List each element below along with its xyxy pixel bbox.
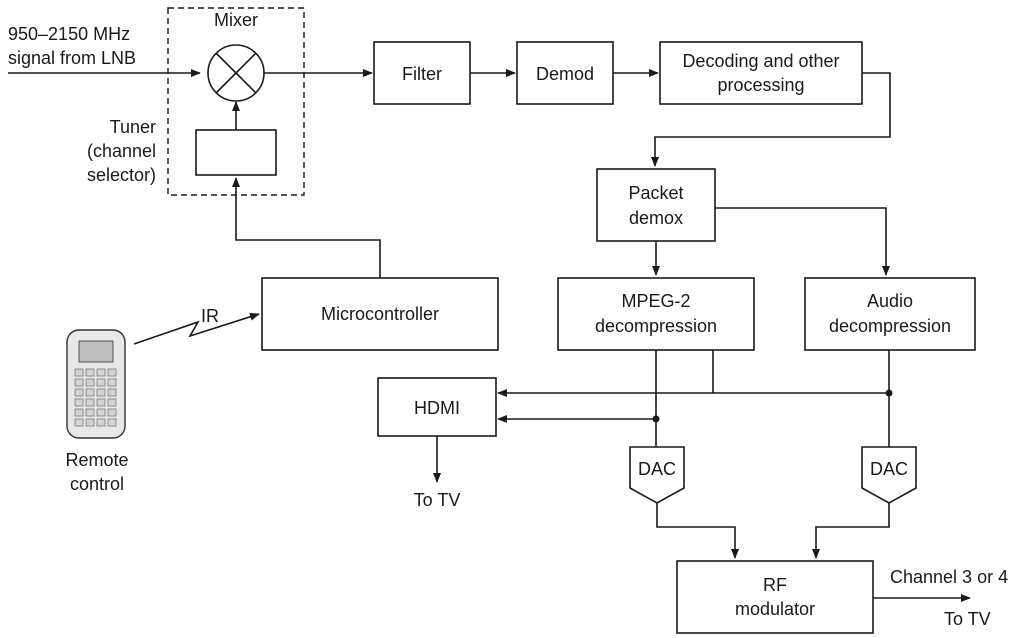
remote-key xyxy=(85,408,95,417)
tuner-label-1: Tuner xyxy=(110,117,156,137)
local-oscillator-box xyxy=(195,129,277,176)
mpeg-to-hdmi-arrow xyxy=(497,350,714,397)
packet-demox-label-2: demox xyxy=(629,208,683,228)
hdmi-label: HDMI xyxy=(414,398,460,418)
remote-key xyxy=(96,408,106,417)
output-to-tv-label: To TV xyxy=(944,609,991,629)
remote-key xyxy=(107,378,117,387)
decoding-label-1: Decoding and other xyxy=(682,51,839,71)
audio-decompression-box xyxy=(804,277,976,351)
audio-dac-shape xyxy=(861,446,917,504)
remote-key xyxy=(74,388,84,397)
input-signal-label-1: 950–2150 MHz xyxy=(8,24,130,44)
tuner-label-3: selector) xyxy=(87,165,156,185)
mixer-symbol xyxy=(207,44,265,102)
remote-key xyxy=(85,378,95,387)
video-dac-shape xyxy=(629,446,685,504)
remote-key xyxy=(74,418,84,427)
remote-key xyxy=(96,388,106,397)
mpeg2-box xyxy=(557,277,755,351)
remote-key xyxy=(96,368,106,377)
audio-dac-label: DAC xyxy=(870,459,908,479)
mixer-label: Mixer xyxy=(214,10,258,30)
mpeg2-label-1: MPEG-2 xyxy=(621,291,690,311)
remote-label-2: control xyxy=(70,474,124,494)
hdmi-to-tv-label: To TV xyxy=(414,490,461,510)
remote-key xyxy=(96,418,106,427)
remote-key xyxy=(107,368,117,377)
input-signal-label-2: signal from LNB xyxy=(8,48,136,68)
remote-key xyxy=(74,378,84,387)
ir-link-arrow xyxy=(133,312,260,345)
remote-key xyxy=(107,418,117,427)
hdmi-box xyxy=(377,377,497,437)
packet-to-audio-arrow xyxy=(715,207,890,276)
mpeg2-label-2: decompression xyxy=(595,316,717,336)
decoding-label-2: processing xyxy=(717,75,804,95)
video-dac-to-rf-arrow xyxy=(656,503,739,559)
microcontroller-label: Microcontroller xyxy=(321,304,439,324)
filter-label: Filter xyxy=(402,64,442,84)
filter-box xyxy=(373,41,471,105)
remote-key xyxy=(74,408,84,417)
packet-demox-label-1: Packet xyxy=(628,183,683,203)
rf-modulator-label-2: modulator xyxy=(735,599,815,619)
micro-to-tuner-arrow xyxy=(232,177,381,278)
microcontroller-box xyxy=(261,277,499,351)
remote-key xyxy=(74,398,84,407)
audio-dac-to-rf-arrow xyxy=(812,503,890,559)
video-dac-label: DAC xyxy=(638,459,676,479)
audio-label-2: decompression xyxy=(829,316,951,336)
decoding-to-packet-arrow xyxy=(651,72,891,167)
remote-control-icon xyxy=(66,329,126,439)
rf-modulator-box xyxy=(676,560,874,634)
remote-key xyxy=(85,398,95,407)
remote-key xyxy=(85,388,95,397)
output-channel-label: Channel 3 or 4 xyxy=(890,567,1008,587)
audio-label-1: Audio xyxy=(867,291,913,311)
ir-label: IR xyxy=(201,306,219,326)
remote-key xyxy=(96,398,106,407)
remote-key xyxy=(107,398,117,407)
remote-key xyxy=(85,418,95,427)
tuner-label-2: (channel xyxy=(87,141,156,161)
packet-demox-box xyxy=(596,168,716,242)
remote-key xyxy=(85,368,95,377)
audio-junction-dot xyxy=(885,389,893,397)
remote-key xyxy=(107,408,117,417)
remote-key xyxy=(74,368,84,377)
rf-modulator-label-1: RF xyxy=(763,575,787,595)
remote-label-1: Remote xyxy=(65,450,128,470)
demod-label: Demod xyxy=(536,64,594,84)
remote-key xyxy=(96,378,106,387)
video-junction-dot xyxy=(652,415,660,423)
remote-key xyxy=(107,388,117,397)
